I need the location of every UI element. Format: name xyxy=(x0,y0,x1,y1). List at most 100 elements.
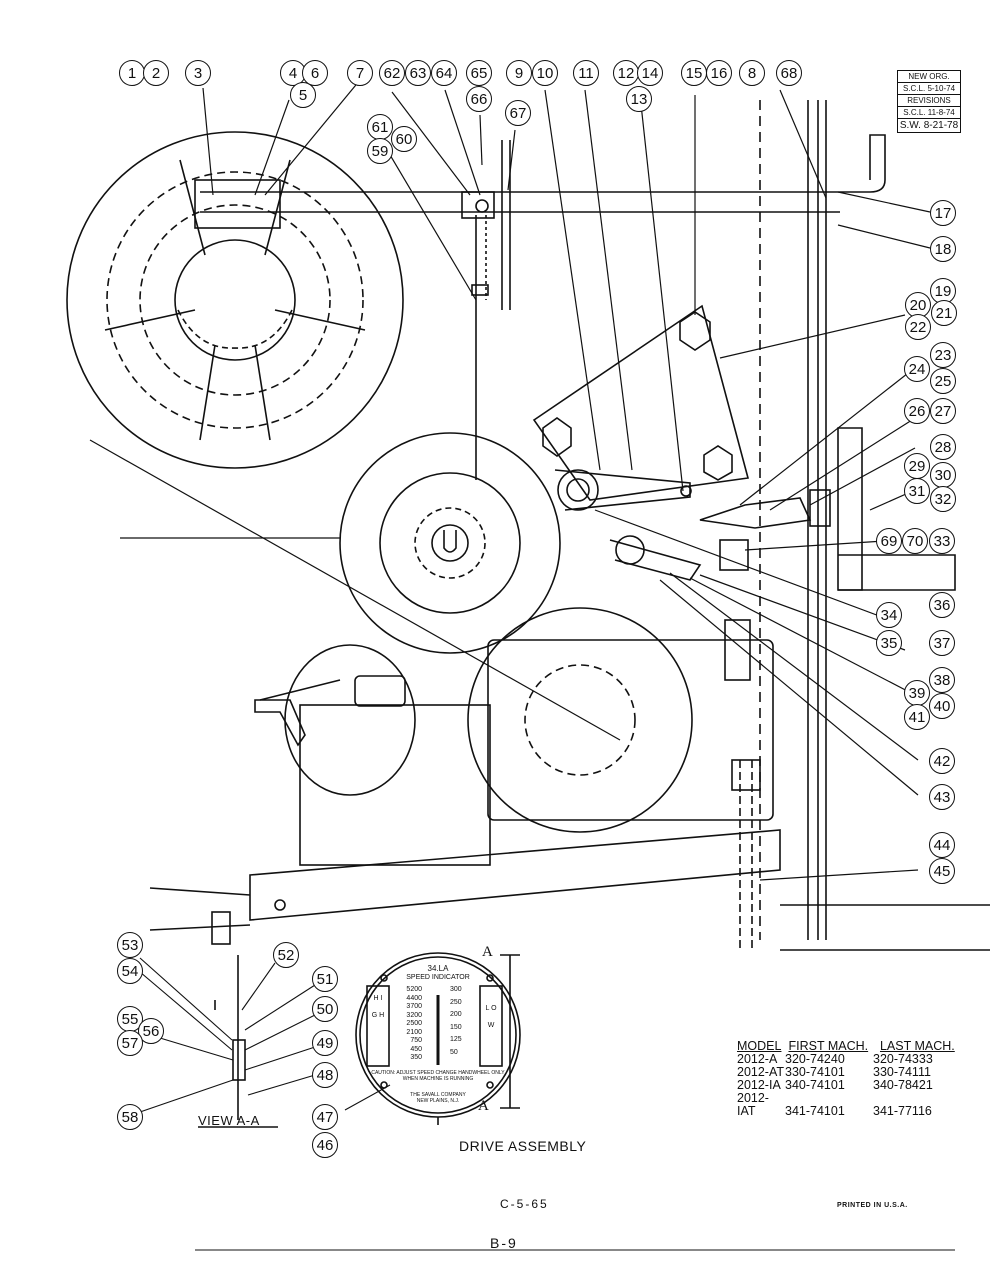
callout-37: 37 xyxy=(929,630,955,656)
callout-2: 2 xyxy=(143,60,169,86)
model-table-row: 2012-IA 340-74101 340-78421 xyxy=(737,1079,960,1092)
callout-60: 60 xyxy=(391,126,417,152)
callout-34: 34 xyxy=(876,602,902,628)
callout-54: 54 xyxy=(117,958,143,984)
callout-29: 29 xyxy=(904,453,930,479)
callout-25: 25 xyxy=(930,368,956,394)
variable-pulley xyxy=(339,432,561,654)
model-table-cell: 341-74101 xyxy=(785,1104,845,1118)
belt-line xyxy=(89,439,621,741)
callout-21: 21 xyxy=(931,300,957,326)
callout-61: 61 xyxy=(367,114,393,140)
callout-42: 42 xyxy=(929,748,955,774)
speed-gauge-plate xyxy=(344,952,521,1125)
callout-17: 17 xyxy=(930,200,956,226)
callout-27: 27 xyxy=(930,398,956,424)
revision-entry: S.C.L. 11-8-74 xyxy=(898,107,960,119)
callout-39: 39 xyxy=(904,680,930,706)
callout-28: 28 xyxy=(930,434,956,460)
callout-62: 62 xyxy=(379,60,405,86)
right-linkage xyxy=(699,427,956,591)
gauge-brand: 34.LA xyxy=(427,964,449,973)
gauge-right-tick: 250 xyxy=(450,998,462,1006)
model-table-cell: 330-74111 xyxy=(873,1065,931,1079)
callout-69: 69 xyxy=(876,528,902,554)
page-number: B-9 xyxy=(490,1235,518,1251)
revision-entry: NEW ORG. xyxy=(898,71,960,83)
callout-48: 48 xyxy=(312,1062,338,1088)
gauge-left-tick: 3200 xyxy=(406,1011,422,1019)
gauge-city: NEW PLAINS, N.J. xyxy=(416,1098,460,1104)
callout-31: 31 xyxy=(904,478,930,504)
callout-38: 38 xyxy=(929,667,955,693)
callout-47: 47 xyxy=(312,1104,338,1130)
callout-13: 13 xyxy=(626,86,652,112)
callout-8: 8 xyxy=(739,60,765,86)
callout-23: 23 xyxy=(930,342,956,368)
gauge-left-tick: 2100 xyxy=(406,1028,422,1036)
callout-30: 30 xyxy=(930,462,956,488)
gauge-right-word: L O W xyxy=(485,1005,497,1029)
model-table-cell: 340-74101 xyxy=(785,1078,845,1092)
callout-41: 41 xyxy=(904,704,930,730)
callout-40: 40 xyxy=(929,693,955,719)
model-table-cell: 340-78421 xyxy=(873,1078,933,1092)
callout-32: 32 xyxy=(930,486,956,512)
model-table-cell: 320-74240 xyxy=(785,1052,845,1066)
model-table-cell: 2012-A xyxy=(737,1052,778,1066)
callout-51: 51 xyxy=(312,966,338,992)
callout-33: 33 xyxy=(929,528,955,554)
callout-1: 1 xyxy=(119,60,145,86)
gauge-left-tick: 750 xyxy=(410,1037,422,1044)
callout-16: 16 xyxy=(706,60,732,86)
callout-63: 63 xyxy=(405,60,431,86)
callout-46: 46 xyxy=(312,1132,338,1158)
revision-entry: S.W. 8-21-78 xyxy=(899,120,959,131)
callout-67: 67 xyxy=(505,100,531,126)
callout-43: 43 xyxy=(929,784,955,810)
gauge-left-tick: 4400 xyxy=(406,994,422,1002)
callout-50: 50 xyxy=(312,996,338,1022)
motor xyxy=(254,607,774,866)
callout-4: 4 xyxy=(280,60,306,86)
callout-56: 56 xyxy=(138,1018,164,1044)
gauge-right-tick: 50 xyxy=(450,1048,458,1056)
model-table-row: 2012-A 320-74240 320-74333 xyxy=(737,1053,960,1066)
callout-24: 24 xyxy=(904,356,930,382)
motor-base xyxy=(149,619,990,951)
callout-7: 7 xyxy=(347,60,373,86)
gauge-right-tick: 200 xyxy=(450,1011,462,1018)
gauge-left-tick: 2500 xyxy=(406,1020,422,1027)
callout-15: 15 xyxy=(681,60,707,86)
callout-35: 35 xyxy=(876,630,902,656)
callout-52: 52 xyxy=(273,942,299,968)
printed-note: PRINTED IN U.S.A. xyxy=(837,1202,908,1209)
callout-22: 22 xyxy=(905,314,931,340)
callout-44: 44 xyxy=(929,832,955,858)
callout-58: 58 xyxy=(117,1104,143,1130)
model-table-cell: 320-74333 xyxy=(873,1052,933,1066)
callout-49: 49 xyxy=(312,1030,338,1056)
callout-59: 59 xyxy=(367,138,393,164)
lever-arms xyxy=(554,469,702,581)
callout-3: 3 xyxy=(185,60,211,86)
model-table-cell: 2012-IA xyxy=(737,1078,781,1092)
drawing-title: DRIVE ASSEMBLY xyxy=(459,1138,587,1154)
header-last: LAST MACH. xyxy=(879,1039,955,1053)
callout-64: 64 xyxy=(431,60,457,86)
gauge-caution: CAUTION: ADJUST SPEED CHANGE HANDWHEEL O… xyxy=(371,1070,505,1082)
revision-entry: REVISIONS xyxy=(898,95,960,107)
revision-entry: S.C.L. 5-10-74 xyxy=(898,83,960,95)
gauge-left-tick: 450 xyxy=(410,1045,422,1053)
callout-36: 36 xyxy=(929,592,955,618)
gauge-right-tick: 300 xyxy=(450,986,462,993)
model-table-cell: 330-74101 xyxy=(785,1065,845,1079)
callout-6: 6 xyxy=(302,60,328,86)
gauge-maker: THE SAVALL COMPANY xyxy=(410,1092,466,1098)
